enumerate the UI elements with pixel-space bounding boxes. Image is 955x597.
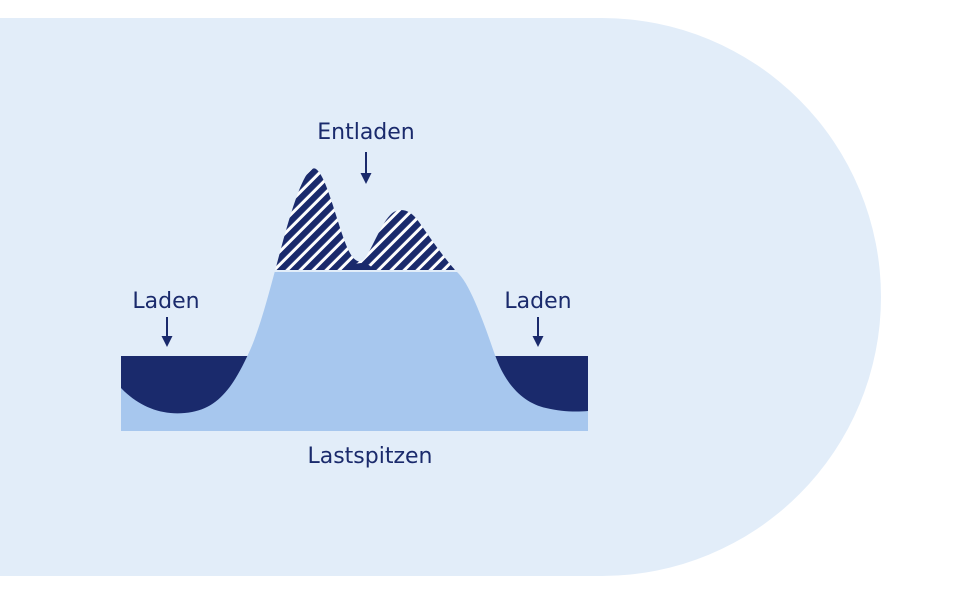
figure-title: Lastspitzen — [307, 444, 433, 469]
discharge-peaks-hatched — [121, 168, 588, 270]
shave-line-mask — [120, 120, 589, 272]
down-arrow-icon — [360, 152, 372, 184]
down-arrow-icon — [532, 317, 544, 347]
discharge-label: Entladen — [317, 120, 415, 145]
charge-label-left: Laden — [132, 289, 200, 314]
valley-solid-sliver — [347, 263, 375, 270]
charge-label-right: Laden — [504, 289, 572, 314]
down-arrow-icon — [161, 317, 173, 347]
